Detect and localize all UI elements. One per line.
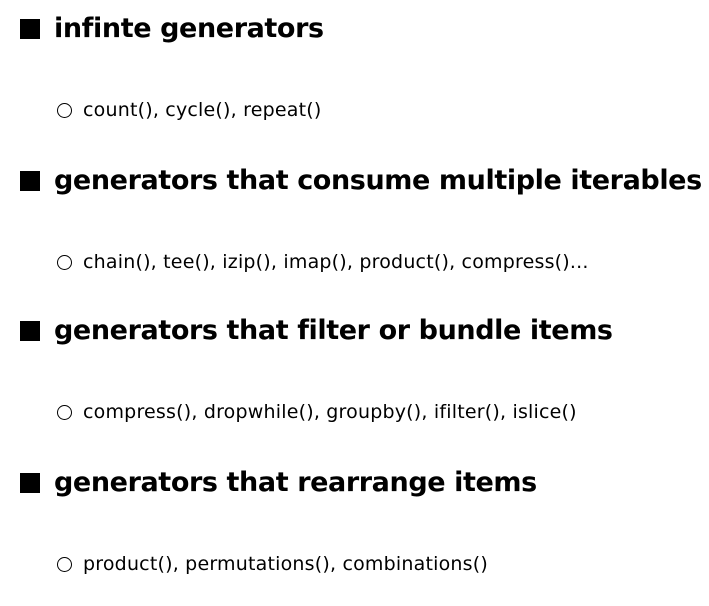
circle-bullet-icon [57,102,72,118]
sub-bullet: count(), cycle(), repeat() [57,98,321,122]
sub-bullet-text: count(), cycle(), repeat() [83,99,322,121]
heading-text: generators that rearrange items [54,467,537,498]
square-bullet-icon [20,473,40,493]
heading-text: generators that consume multiple iterabl… [54,165,702,196]
square-bullet-icon [20,321,40,341]
circle-bullet-icon [57,254,72,270]
square-bullet-icon [20,171,40,191]
sub-bullet: compress(), dropwhile(), groupby(), ifil… [57,400,577,424]
sub-bullet: product(), permutations(), combinations(… [57,552,488,576]
sub-bullet-text: compress(), dropwhile(), groupby(), ifil… [83,401,577,423]
section-heading: generators that filter or bundle items [20,315,613,347]
section-heading: infinte generators [20,13,324,45]
square-bullet-icon [20,19,40,39]
heading-text: generators that filter or bundle items [54,315,613,346]
section-heading: generators that consume multiple iterabl… [20,165,702,197]
heading-text: infinte generators [54,13,324,44]
sub-bullet-text: product(), permutations(), combinations(… [83,553,488,575]
sub-bullet: chain(), tee(), izip(), imap(), product(… [57,250,589,274]
circle-bullet-icon [57,404,72,420]
section-heading: generators that rearrange items [20,467,537,499]
circle-bullet-icon [57,556,72,572]
sub-bullet-text: chain(), tee(), izip(), imap(), product(… [83,251,589,273]
